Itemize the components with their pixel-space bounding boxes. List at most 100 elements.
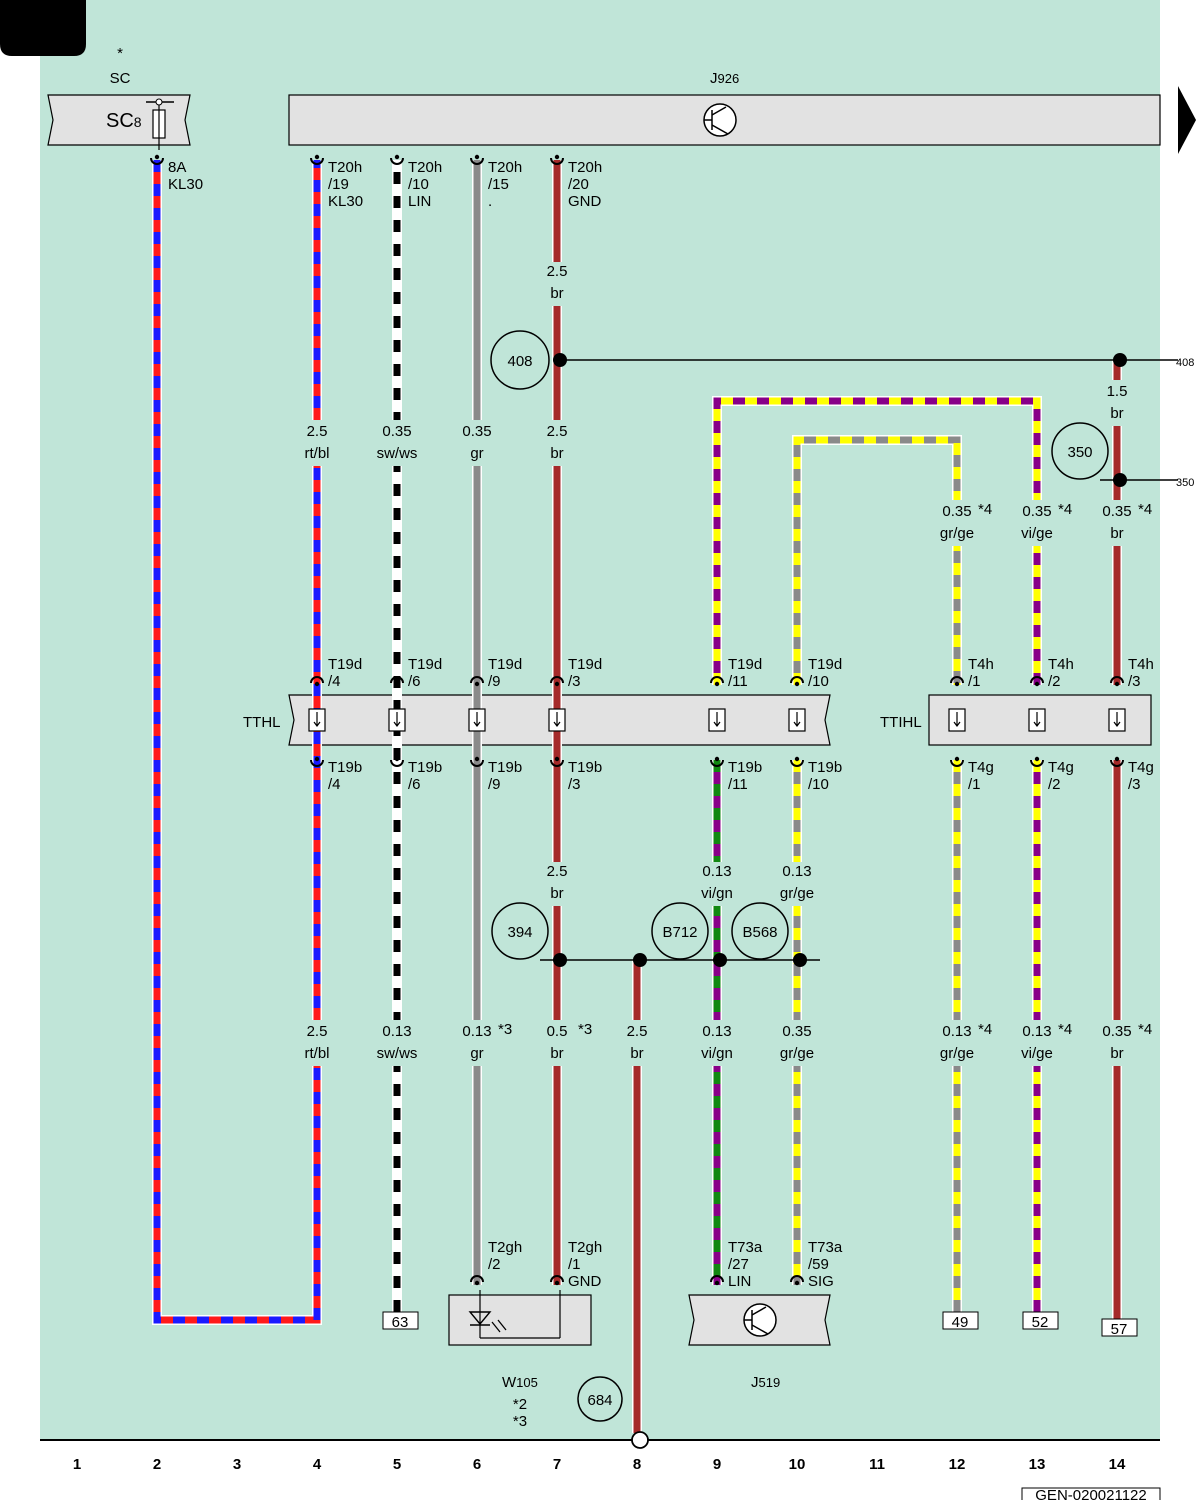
wire-label: gr/ge xyxy=(780,885,814,902)
pin-terminal xyxy=(1030,756,1044,767)
wire-label: sw/ws xyxy=(377,1045,418,1062)
pin-terminal xyxy=(710,756,724,767)
wire-label-gap xyxy=(543,420,571,466)
circle-ref-394-text: 394 xyxy=(507,924,532,941)
j926-sub: 926 xyxy=(718,71,740,86)
pin-label: /3 xyxy=(1128,776,1141,793)
pin-label: T20h xyxy=(408,159,442,176)
wire-note: *4 xyxy=(1058,1021,1072,1038)
pin-label: /2 xyxy=(1048,673,1061,690)
pin-label: /6 xyxy=(408,673,421,690)
wire-label-gap xyxy=(543,1020,571,1066)
pin-label: T19d xyxy=(328,656,362,673)
wire-label-gap xyxy=(1023,1020,1051,1066)
wire-label: 0.13 xyxy=(702,863,731,880)
circle-ref-b712: B712 xyxy=(651,902,709,960)
wire-label: gr/ge xyxy=(940,1045,974,1062)
wire-label: 0.5 xyxy=(547,1023,568,1040)
wire-label: br xyxy=(630,1045,643,1062)
sc8-label: SC8 xyxy=(106,110,142,132)
pin-label: T19b xyxy=(568,759,602,776)
column-number: 3 xyxy=(233,1456,241,1473)
junction-dot xyxy=(793,953,807,967)
wire-label: 0.35 xyxy=(382,423,411,440)
wire-labels: 8AKL30T20h/19KL30T20h/10LINT20h/15.T20h/… xyxy=(168,159,1154,1290)
pin-label: T4g xyxy=(1048,759,1074,776)
column-number: 2 xyxy=(153,1456,161,1473)
pin-terminal xyxy=(950,756,964,767)
side-ref-350: 350 xyxy=(1176,477,1194,489)
wire-label: gr/ge xyxy=(940,525,974,542)
pin-label: /6 xyxy=(408,776,421,793)
wire-note: *4 xyxy=(978,501,992,518)
pin-label: /10 xyxy=(808,776,829,793)
connector-cell-icon xyxy=(788,708,806,732)
junction-dot xyxy=(553,953,567,967)
wire-2-4-rt-bl xyxy=(152,160,322,1325)
wire-label-gap xyxy=(543,262,571,306)
circle-ref-394: 394 xyxy=(491,902,549,960)
pin-terminal xyxy=(390,676,404,687)
wire-label: vi/ge xyxy=(1021,525,1053,542)
pin-terminal xyxy=(310,756,324,767)
pin-label: T19b xyxy=(488,759,522,776)
sc8-name: SC xyxy=(106,110,134,132)
wire-label: 2.5 xyxy=(307,423,328,440)
wire-note: *4 xyxy=(1138,501,1152,518)
wire-label-gap xyxy=(1103,1020,1131,1066)
connector-cell-icon xyxy=(1108,708,1126,732)
pin-terminal xyxy=(1030,676,1044,687)
wire-label: vi/ge xyxy=(1021,1045,1053,1062)
pin-label: /15 xyxy=(488,176,509,193)
connector-cell-icon xyxy=(548,708,566,732)
pin-terminal xyxy=(550,154,564,165)
side-ref-408: 408 xyxy=(1176,357,1194,369)
pin-label: T20h xyxy=(488,159,522,176)
pin-terminal xyxy=(150,154,164,165)
circle-ref-684: 684 xyxy=(577,1376,623,1422)
wire-note: *4 xyxy=(1058,501,1072,518)
wire-label-gap xyxy=(1023,500,1051,546)
circle-ref-b712-text: B712 xyxy=(662,924,697,941)
w105-note-2: *2 xyxy=(513,1396,527,1413)
wire-label: 1.5 xyxy=(1107,383,1128,400)
column-number: 13 xyxy=(1029,1456,1046,1473)
wire-label-gap xyxy=(1103,380,1131,426)
j519-label: J519 xyxy=(751,1374,780,1391)
column-number: 6 xyxy=(473,1456,481,1473)
pin-terminal xyxy=(390,154,404,165)
pin-terminal xyxy=(550,756,564,767)
junction-dot xyxy=(1113,473,1127,487)
pin-label: /3 xyxy=(568,776,581,793)
pin-terminal xyxy=(1110,676,1124,687)
pin-label: /59 xyxy=(808,1256,829,1273)
column-number: 8 xyxy=(633,1456,641,1473)
pin-label: T19d xyxy=(728,656,762,673)
pin-label: T4h xyxy=(1128,656,1154,673)
circle-ref-b568: B568 xyxy=(731,902,789,960)
wire-label: sw/ws xyxy=(377,445,418,462)
wire-label: gr xyxy=(470,1045,483,1062)
diagram-id-box xyxy=(1021,1487,1161,1500)
wire-label: 0.13 xyxy=(702,1023,731,1040)
junction-dot xyxy=(1113,353,1127,367)
wire-label: 0.35 xyxy=(942,503,971,520)
ground-ref-57-text: 57 xyxy=(1111,1321,1128,1338)
led-icon xyxy=(468,1290,561,1339)
ground-ref-49-text: 49 xyxy=(952,1314,969,1331)
pin-terminal xyxy=(790,756,804,767)
pin-label: T19b xyxy=(408,759,442,776)
wire-label-gap xyxy=(303,420,331,466)
pin-label: T19b xyxy=(728,759,762,776)
wire-note: *4 xyxy=(978,1021,992,1038)
pin-label: /1 xyxy=(568,1256,581,1273)
pin-label: /10 xyxy=(408,176,429,193)
column-number: 10 xyxy=(789,1456,806,1473)
pin-label: T20h xyxy=(568,159,602,176)
pin-terminal xyxy=(790,1275,804,1286)
circle-ref-b568-text: B568 xyxy=(742,924,777,941)
pin-label: T19d xyxy=(568,656,602,673)
pin-label: /11 xyxy=(728,673,748,690)
connector-cell-icon xyxy=(308,708,326,732)
